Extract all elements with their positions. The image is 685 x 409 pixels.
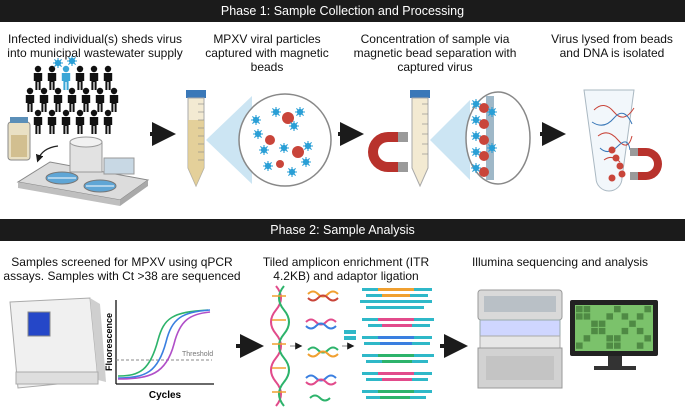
grid-cell [606, 335, 613, 342]
population-icon [25, 65, 119, 134]
grid-cell [583, 335, 591, 342]
infected-person-icon [61, 65, 71, 90]
centrifuge-tube-icon [186, 90, 206, 188]
zoom-circle [238, 93, 332, 187]
phase1-header: Phase 1: Sample Collection and Processin… [0, 0, 685, 22]
grid-cell [606, 313, 613, 320]
qpcr-amplification-plot: Fluorescence Cycles Threshold [104, 300, 214, 401]
phase2-header: Phase 2: Sample Analysis [0, 219, 685, 241]
grid-cell [614, 306, 621, 313]
grid-cell [636, 342, 644, 349]
grid-cell [636, 313, 644, 320]
threshold-label: Threshold [182, 351, 213, 358]
grid-cell [591, 320, 598, 327]
grid-cell [583, 306, 591, 313]
grid-cell [576, 313, 583, 320]
grid-cell [606, 342, 613, 349]
centrifuge-tube-icon [410, 90, 430, 188]
amplicon-fragments-icon [305, 290, 339, 402]
grid-cell [644, 335, 651, 342]
grid-cell [598, 320, 606, 327]
step-bead-capture-caption: MPXV viral particles captured with magne… [205, 32, 329, 74]
sequence-grid [575, 305, 653, 351]
step-lysis-caption: Virus lysed from beads and DNA is isolat… [551, 32, 673, 60]
grid-cell [614, 342, 621, 349]
lysis-tube-icon [583, 89, 635, 192]
grid-cell [583, 313, 591, 320]
dna-strand-icon [270, 285, 290, 407]
grid-cell [629, 320, 636, 327]
grid-cell [576, 342, 583, 349]
grid-cell [614, 335, 621, 342]
zoom-cone [206, 96, 252, 184]
zoom-circle [465, 91, 531, 185]
step-shed-virus-caption: Infected individual(s) sheds virus into … [7, 32, 183, 60]
grid-cell [576, 306, 583, 313]
monitor-icon [570, 300, 658, 370]
treatment-plant-icon [16, 136, 150, 206]
zoom-cone [430, 100, 470, 180]
magnet-icon [630, 148, 662, 180]
grid-cell [636, 327, 644, 335]
magnet-icon [368, 132, 408, 172]
grid-cell [591, 327, 598, 335]
plot-xlabel: Cycles [149, 390, 182, 401]
magnetic-bead-icon [479, 103, 489, 177]
sequencer-icon [477, 289, 563, 389]
step-amplicon-caption: Tiled amplicon enrichment (ITR 4.2KB) an… [262, 255, 430, 283]
step-qpcr-caption: Samples screened for MPXV using qPCR ass… [3, 255, 241, 283]
plot-ylabel: Fluorescence [104, 313, 114, 371]
tube-wall [486, 96, 494, 180]
grid-cell [598, 327, 606, 335]
qpcr-machine-icon [9, 297, 106, 389]
grid-cell [621, 313, 629, 320]
flow-arrow-small [35, 145, 59, 163]
sample-bottle-icon [7, 117, 31, 161]
grid-cell [621, 327, 629, 335]
adaptor-ligation-icon [344, 288, 434, 399]
grid-cell [644, 306, 651, 313]
step-concentration-caption: Concentration of sample via magnetic bea… [353, 32, 517, 74]
magnetic-bead-icon [608, 146, 626, 182]
step-sequencing-caption: Illumina sequencing and analysis [471, 255, 649, 269]
magnetic-bead-icon [265, 112, 304, 168]
